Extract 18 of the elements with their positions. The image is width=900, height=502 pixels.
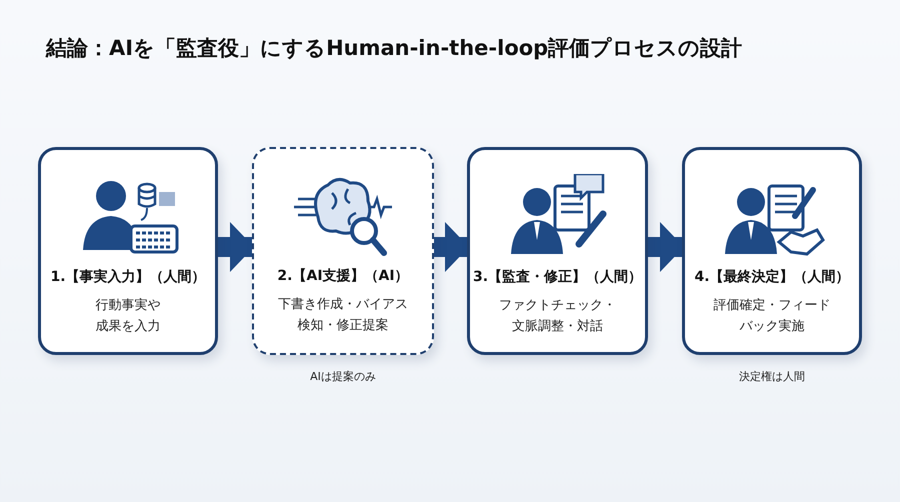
note: AIは提案のみ (310, 369, 376, 384)
flow-arrow (434, 222, 469, 272)
step-description: 下書き作成・バイアス検知・修正提案 (277, 296, 409, 335)
step-card (467, 147, 648, 355)
step-heading: 2.【AI支援】（AI） (276, 267, 410, 285)
step-description: ファクトチェック・文脈調整・対話 (498, 297, 617, 336)
title: 結論：AIを「監査役」にするHuman-in-the-loop評価プロセスの設計 (46, 35, 742, 62)
step-heading: 3.【監査・修正】（人間） (472, 268, 644, 286)
step-description: 評価確定・フィードバック実施 (712, 297, 832, 336)
note: 決定権は人間 (739, 369, 805, 384)
step-description: 行動事実や成果を入力 (94, 297, 162, 336)
step-card (682, 147, 862, 355)
step-heading: 1.【事実入力】（人間） (49, 268, 207, 286)
step-card (38, 147, 218, 355)
step-heading: 4.【最終決定】（人間） (693, 268, 851, 286)
step-card (252, 147, 434, 355)
flow-arrow (218, 222, 254, 272)
flow-arrow (648, 222, 684, 272)
